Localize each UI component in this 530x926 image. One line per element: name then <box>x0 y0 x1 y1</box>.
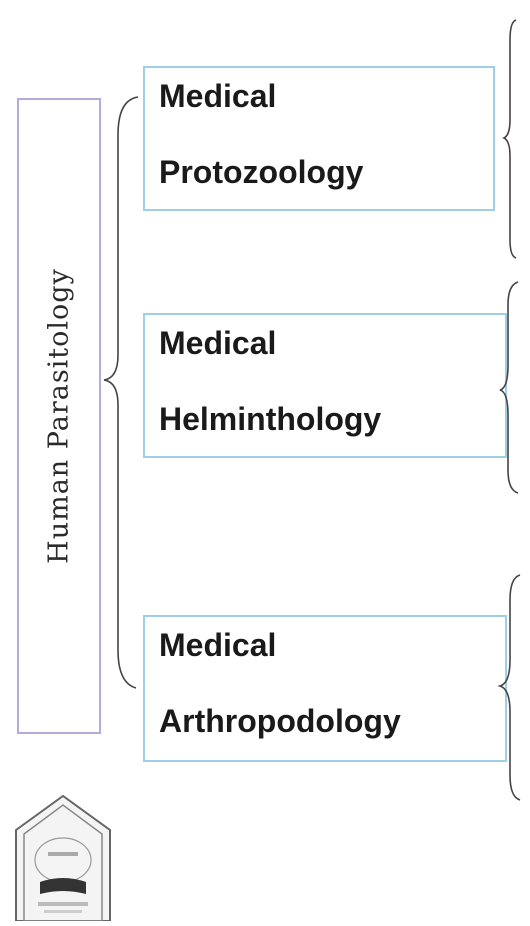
category-box-protozoology: Medical Protozoology <box>143 66 495 211</box>
category-line2: Arthropodology <box>159 703 401 739</box>
category-box-arthropodology: Medical Arthropodology <box>143 615 507 762</box>
right-brace-2 <box>499 281 519 494</box>
right-brace-3 <box>497 574 521 801</box>
university-seal-icon <box>8 790 118 922</box>
category-line1: Medical <box>159 627 277 663</box>
root-box: Human Parasitology <box>17 98 101 734</box>
category-line2: Protozoology <box>159 154 364 190</box>
category-line1: Medical <box>159 325 277 361</box>
category-line2: Helminthology <box>159 401 382 437</box>
root-brace <box>103 96 139 689</box>
right-brace-1 <box>502 19 517 259</box>
category-box-helminthology: Medical Helminthology <box>143 313 507 458</box>
category-line1: Medical <box>159 78 277 114</box>
